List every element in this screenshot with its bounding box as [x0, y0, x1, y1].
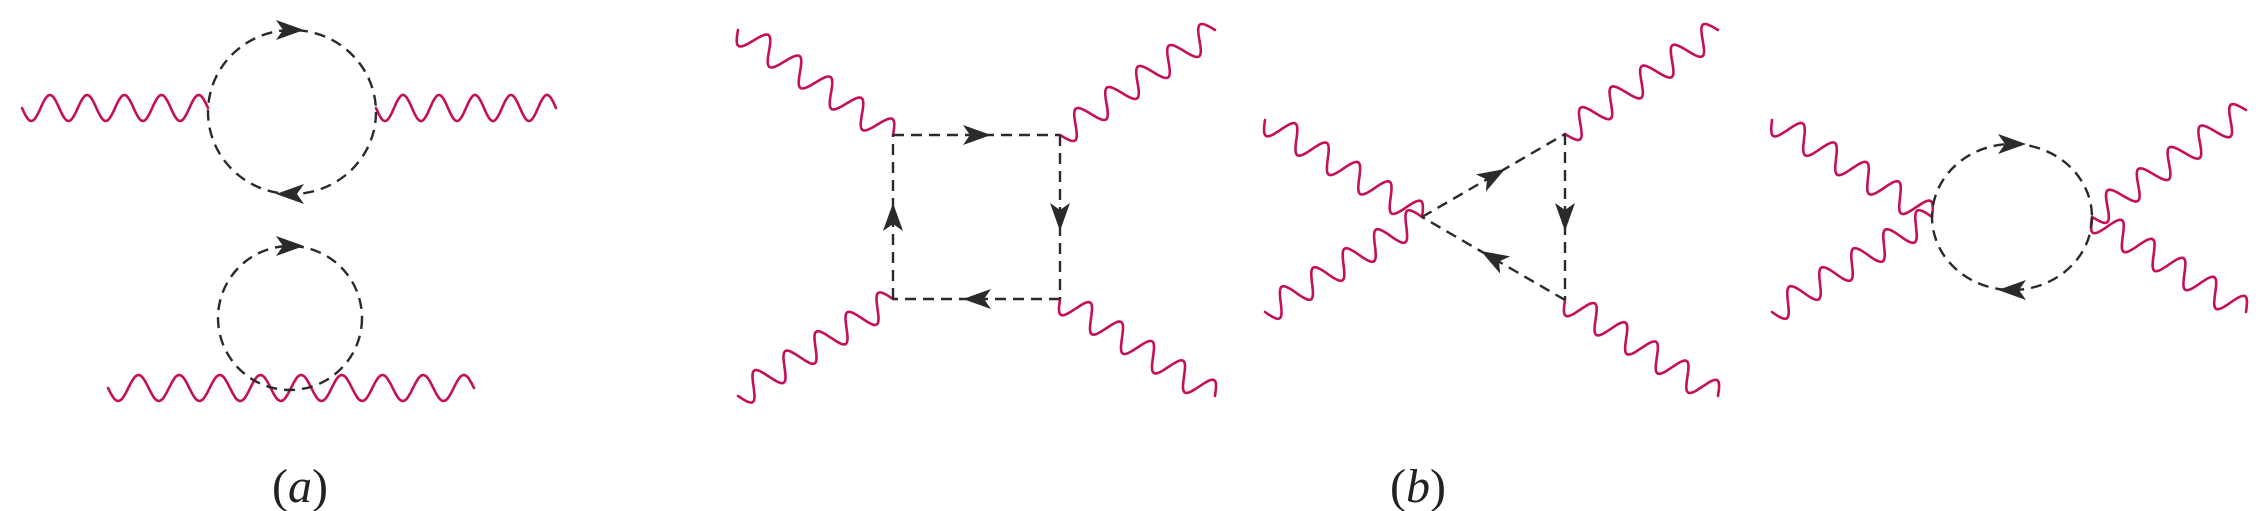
b3-photon-left-upper [1769, 118, 1935, 219]
photon-lines [20, 22, 2249, 404]
b3-arrow-upper [1998, 134, 2026, 154]
b1-arrow-top [963, 125, 991, 145]
b1-arrow-right [1050, 203, 1070, 231]
caption-a-letter: a [288, 460, 312, 511]
a-top-loop [206, 28, 378, 196]
b2-photon-left-lower [1263, 208, 1424, 321]
scalar-lines [206, 28, 2094, 392]
a-bottom-arrow [276, 236, 304, 256]
b3-photon-right-upper [2090, 102, 2248, 225]
b1-photon-top-left [735, 28, 896, 137]
b1-arrow-bottom [963, 289, 991, 309]
b3-photon-left-lower [1770, 208, 1934, 321]
b2-arrow-lower [1480, 251, 1511, 274]
caption-b-letter: b [1406, 460, 1430, 511]
caption-a-close: ) [312, 460, 328, 511]
caption-b-close: ) [1430, 460, 1446, 511]
b3-arrow-lower [1998, 280, 2026, 300]
b1-photon-bottom-right [1057, 297, 1218, 398]
a-top-arrow-lower [276, 184, 304, 204]
a-top-arrow-upper [276, 20, 304, 40]
b3-photon-right-lower [2089, 215, 2249, 314]
b1-photon-top-right [1058, 22, 1217, 143]
a-top-photon-right [374, 93, 558, 123]
caption-a-open: ( [272, 460, 288, 511]
b2-photon-left-upper [1262, 118, 1425, 219]
a-bottom-loop [216, 244, 364, 392]
b3-loop [1930, 142, 2094, 292]
b1-photon-bottom-left [736, 291, 895, 404]
b2-photon-bottom-right [1562, 298, 1721, 398]
caption-b: (b) [1390, 460, 1446, 511]
b2-arrow-right [1555, 203, 1575, 231]
b2-arrow-upper [1475, 169, 1506, 192]
a-bottom-photon [106, 373, 476, 403]
b1-arrow-left [883, 203, 903, 231]
charge-arrows [276, 20, 2026, 309]
b2-photon-top-right [1563, 22, 1720, 142]
caption-a: (a) [272, 460, 328, 511]
a-top-photon-left [20, 93, 210, 123]
caption-b-open: ( [1390, 460, 1406, 511]
